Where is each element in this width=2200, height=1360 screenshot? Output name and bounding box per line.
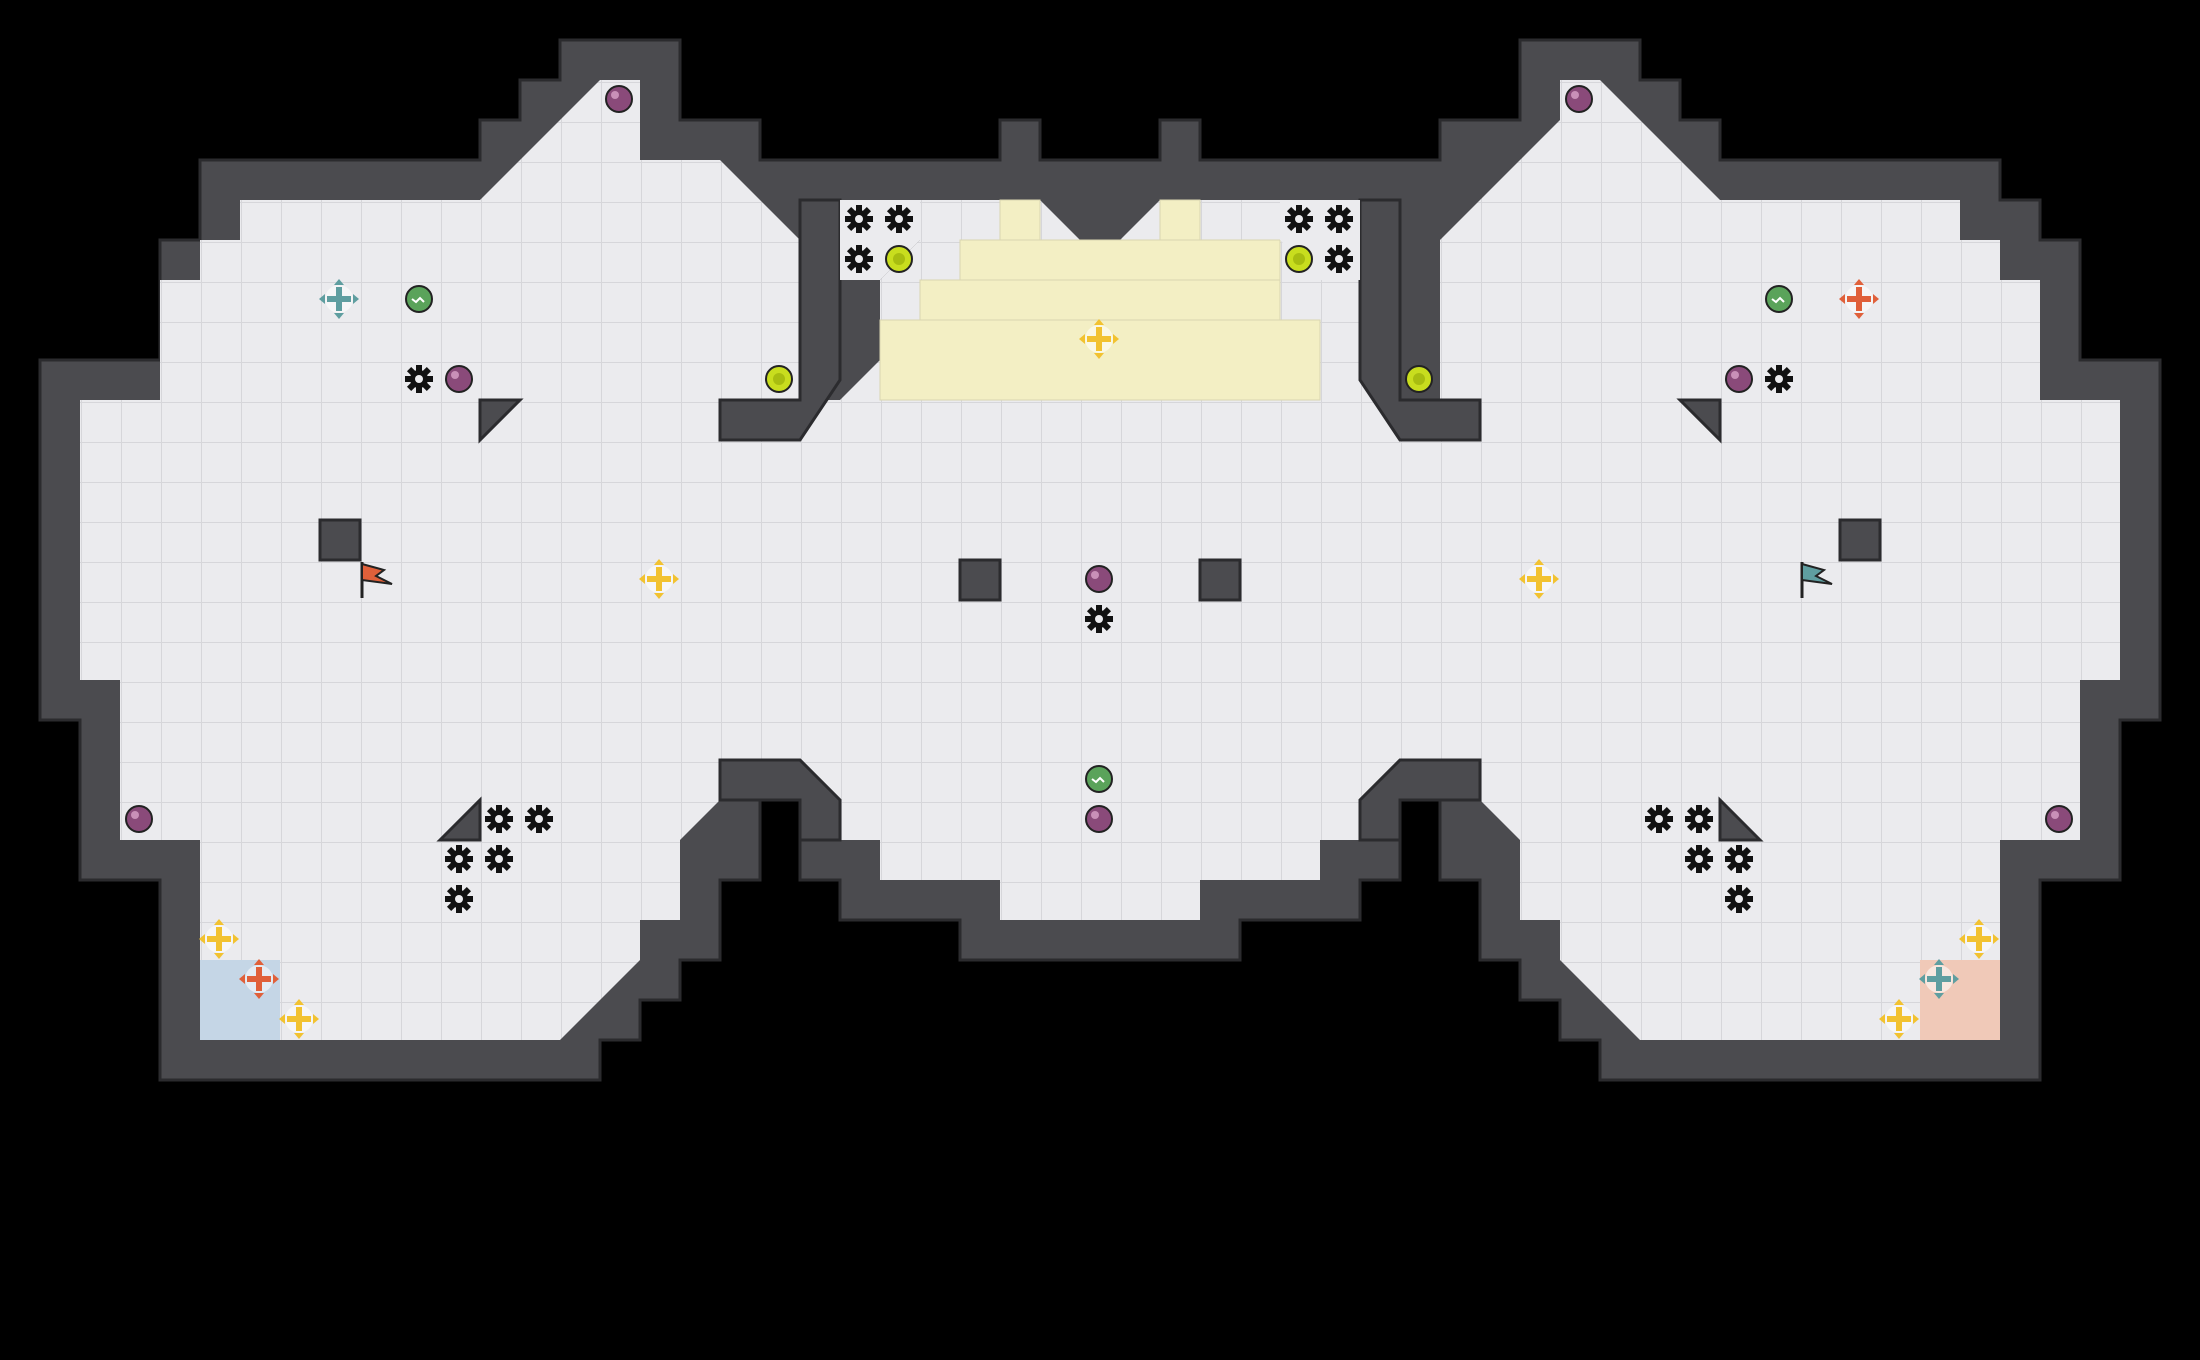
spikes: [405, 205, 1793, 913]
spike-icon: [845, 205, 873, 233]
blue-flag-icon: [1800, 562, 1833, 598]
spike-icon: [525, 805, 553, 833]
powerups: [405, 285, 1793, 793]
spike-icon: [885, 205, 913, 233]
spike-icon: [1725, 885, 1753, 913]
spike-icon: [1285, 205, 1313, 233]
spike-icon: [845, 245, 873, 273]
gate-button-icon: [1285, 245, 1313, 273]
gate-button-icon: [1405, 365, 1433, 393]
spike-icon: [1085, 605, 1113, 633]
boost-icon: [239, 959, 279, 999]
spike-icon: [485, 805, 513, 833]
spike-icon: [1725, 845, 1753, 873]
bomb-icon: [1085, 565, 1113, 593]
boost-icon: [1959, 919, 1999, 959]
boosts: [199, 279, 1999, 1039]
spike-icon: [1765, 365, 1793, 393]
blue-endzone-top: [200, 960, 240, 1000]
spike-icon: [1325, 245, 1353, 273]
boost-icon: [1919, 959, 1959, 999]
spike-icon: [1685, 845, 1713, 873]
spike-icon: [405, 365, 433, 393]
bomb-icon: [445, 365, 473, 393]
boost-icon: [199, 919, 239, 959]
spike-icon: [1645, 805, 1673, 833]
gate-button-icon: [765, 365, 793, 393]
spike-icon: [1685, 805, 1713, 833]
boost-icon: [1879, 999, 1919, 1039]
buttons: [765, 245, 1433, 393]
spike-icon: [1325, 205, 1353, 233]
boost-icon: [1519, 559, 1559, 599]
gate-button-icon: [885, 245, 913, 273]
bomb-icon: [2045, 805, 2073, 833]
powerup-icon: [405, 285, 433, 313]
boost-icon: [1079, 319, 1119, 359]
spike-icon: [445, 845, 473, 873]
bomb-icon: [605, 85, 633, 113]
red-flag-icon: [360, 562, 393, 598]
powerup-icon: [1765, 285, 1793, 313]
boost-icon: [279, 999, 319, 1039]
boost-icon: [319, 279, 359, 319]
bomb-icon: [125, 805, 153, 833]
bomb-icon: [1725, 365, 1753, 393]
boost-icon: [1839, 279, 1879, 319]
spike-icon: [485, 845, 513, 873]
bomb-icon: [1085, 805, 1113, 833]
spike-icon: [445, 885, 473, 913]
powerup-icon: [1085, 765, 1113, 793]
bomb-icon: [1565, 85, 1593, 113]
bombs: [125, 85, 2073, 833]
boost-icon: [639, 559, 679, 599]
